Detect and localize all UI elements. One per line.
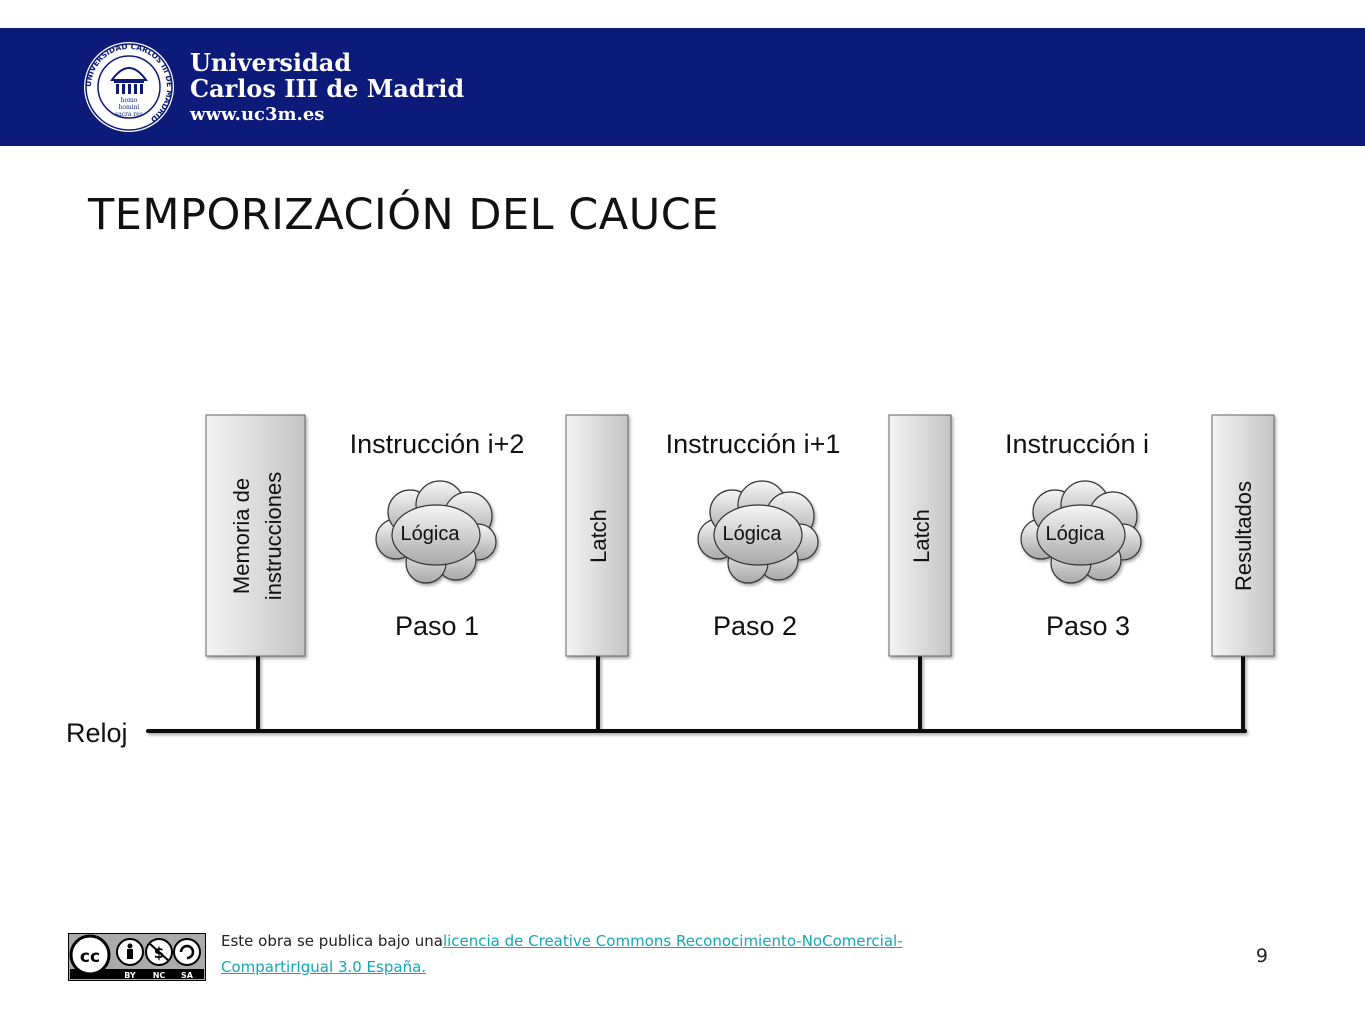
svg-text:cc: cc xyxy=(80,947,100,967)
memoria-label-line1: Memoria de xyxy=(229,478,254,594)
svg-text:homini: homini xyxy=(119,104,140,111)
svg-text:SA: SA xyxy=(181,971,194,980)
creative-commons-badge-icon: cc $ BY NC SA xyxy=(68,933,206,981)
resultados-block xyxy=(1211,414,1275,657)
university-seal-icon: UNIVERSIDAD CARLOS III DE MADRID homo ho… xyxy=(84,42,174,132)
clock-label: Reloj xyxy=(66,718,128,748)
license-notice: Este obra se publica bajo unalicencia de… xyxy=(221,928,941,980)
svg-text:homo: homo xyxy=(121,97,138,104)
svg-text:sacra res: sacra res xyxy=(115,111,143,118)
page-number: 9 xyxy=(1255,945,1268,967)
logo-url: www.uc3m.es xyxy=(190,104,325,125)
slide-title: TEMPORIZACIÓN DEL CAUCE xyxy=(88,190,719,240)
header-bar: UNIVERSIDAD CARLOS III DE MADRID homo ho… xyxy=(0,28,1365,146)
logic-label-3: Lógica xyxy=(1046,523,1106,545)
svg-text:BY: BY xyxy=(124,971,136,980)
step-label-2: Paso 2 xyxy=(713,611,797,641)
memoria-block xyxy=(205,414,306,657)
latch-block-2 xyxy=(888,414,952,657)
university-logo-text: Universidad Carlos III de Madrid www.uc3… xyxy=(190,50,464,128)
step-label-3: Paso 3 xyxy=(1046,611,1130,641)
license-prefix: Este obra se publica bajo una xyxy=(221,932,443,950)
logo-name-line1: Universidad xyxy=(190,48,352,77)
license-link[interactable]: licencia de Creative Commons Reconocimie… xyxy=(221,932,903,976)
clock-lines xyxy=(146,656,1247,733)
instruction-label-2: Instrucción i+1 xyxy=(666,429,841,459)
svg-text:NC: NC xyxy=(153,971,166,980)
resultados-label: Resultados xyxy=(1231,481,1256,591)
instruction-label-1: Instrucción i+2 xyxy=(350,429,525,459)
memoria-label-line2: instrucciones xyxy=(261,472,286,600)
logic-label-2: Lógica xyxy=(723,523,783,545)
latch-label-2: Latch xyxy=(909,509,934,563)
step-label-1: Paso 1 xyxy=(395,611,479,641)
logo-name-line2: Carlos III de Madrid xyxy=(190,74,465,103)
instruction-label-3: Instrucción i xyxy=(1005,429,1149,459)
latch-block-1 xyxy=(565,414,629,657)
latch-label-1: Latch xyxy=(586,509,611,563)
logic-label-1: Lógica xyxy=(401,523,461,545)
